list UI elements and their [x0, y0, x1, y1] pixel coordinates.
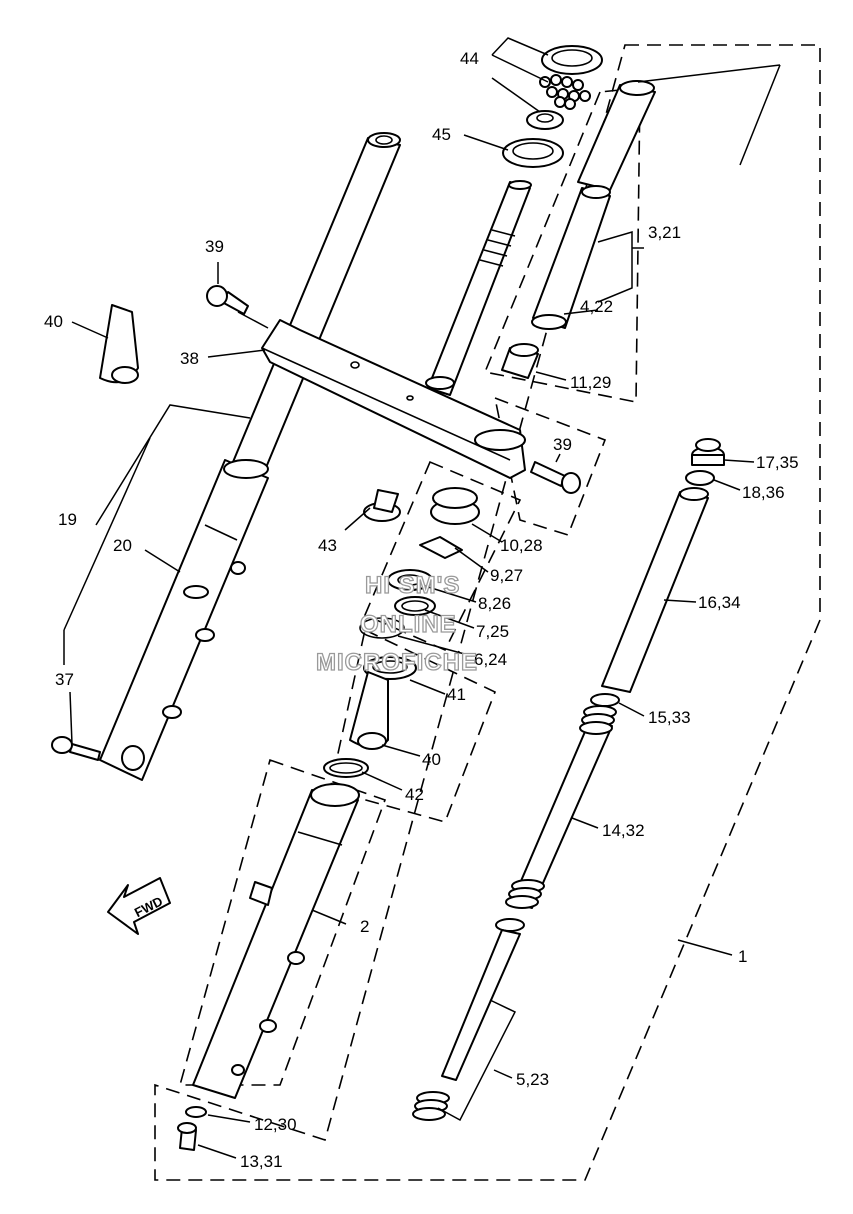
washer-12-30	[185, 1106, 207, 1118]
collar-11-29	[501, 343, 539, 379]
group-outline-2	[178, 758, 387, 1086]
callout-labels: 44 45 39 40 38 3,21 4,22 11,29 39 43 10,…	[44, 49, 799, 1171]
group-outline-41-42	[329, 628, 497, 823]
callout-1: 1	[738, 947, 747, 966]
bearing-race-44	[541, 45, 603, 75]
group-outline-seals	[363, 460, 522, 652]
watermark-line-1: HI SM'S	[365, 572, 460, 599]
callout-38: 38	[180, 349, 199, 368]
callout-7-25: 7,25	[476, 622, 509, 641]
callout-6-24: 6,24	[474, 650, 507, 669]
callout-39-right: 39	[553, 435, 572, 454]
bearing-balls-44	[539, 74, 591, 110]
leader-lines	[63, 37, 781, 1159]
steering-stem	[425, 180, 532, 396]
bolt-13-31	[177, 1122, 197, 1151]
callout-5-23: 5,23	[516, 1070, 549, 1089]
upper-bracket-38	[261, 319, 526, 479]
callout-2: 2	[360, 917, 369, 936]
callout-15-33: 15,33	[648, 708, 691, 727]
rod-5-23	[412, 918, 525, 1121]
group-outline-upper-right	[483, 87, 641, 403]
callout-17-35: 17,35	[756, 453, 799, 472]
callout-39-top: 39	[205, 237, 224, 256]
bolt-39-top	[206, 285, 249, 315]
o-ring-42	[323, 758, 369, 778]
bolt-37	[51, 736, 101, 761]
callout-14-32: 14,32	[602, 821, 645, 840]
outer-tube-20	[99, 459, 269, 781]
bearing-race-45	[502, 138, 564, 168]
inner-tube-19	[232, 132, 401, 471]
seat-15-33	[590, 693, 620, 707]
callout-45: 45	[432, 125, 451, 144]
clip-9-27	[419, 536, 463, 559]
spring-14-32	[505, 705, 617, 909]
group-outline-39	[493, 396, 607, 536]
cap-bolt-17-35	[691, 438, 725, 466]
callout-18-36: 18,36	[742, 483, 785, 502]
watermark-line-2: ONLINE	[360, 611, 457, 638]
callout-44-top: 44	[460, 49, 479, 68]
bolt-39-right	[530, 461, 581, 494]
callout-19: 19	[58, 510, 77, 529]
callout-8-26: 8,26	[478, 594, 511, 613]
callout-11-29: 11,29	[570, 373, 611, 392]
callout-37: 37	[55, 670, 74, 689]
seal-41	[363, 656, 417, 680]
callout-9-27: 9,27	[490, 566, 523, 585]
ring-6-24	[359, 617, 405, 639]
outer-tube-2	[192, 783, 360, 1099]
plug-10-28	[430, 487, 480, 525]
callout-40-left: 40	[44, 312, 63, 331]
callout-13-31: 13,31	[240, 1152, 283, 1171]
callout-20: 20	[113, 536, 132, 555]
o-ring-18-36	[685, 470, 715, 486]
spacer-16-34	[601, 487, 709, 693]
callout-43: 43	[318, 536, 337, 555]
callout-3-21: 3,21	[648, 223, 681, 242]
collar-43	[363, 489, 401, 522]
cone-44	[526, 110, 564, 130]
callout-41: 41	[447, 685, 466, 704]
callout-12-30: 12,30	[254, 1115, 297, 1134]
callout-4-22: 4,22	[580, 297, 613, 316]
callout-40-right: 40	[422, 750, 441, 769]
callout-42: 42	[405, 785, 424, 804]
tube-4-22	[531, 185, 611, 330]
watermark-line-3: MICROFICHE	[316, 649, 478, 676]
group-outline-1	[154, 44, 821, 1181]
guard-40-left	[99, 304, 139, 384]
seal-8-26	[387, 569, 433, 591]
guard-40-right	[349, 671, 389, 750]
watermark: HI SM'S ONLINE MICROFICHE	[315, 571, 478, 676]
callout-16-34: 16,34	[698, 593, 741, 612]
callout-10-28: 10,28	[500, 536, 543, 555]
fwd-arrow-icon: FWD	[107, 877, 171, 935]
